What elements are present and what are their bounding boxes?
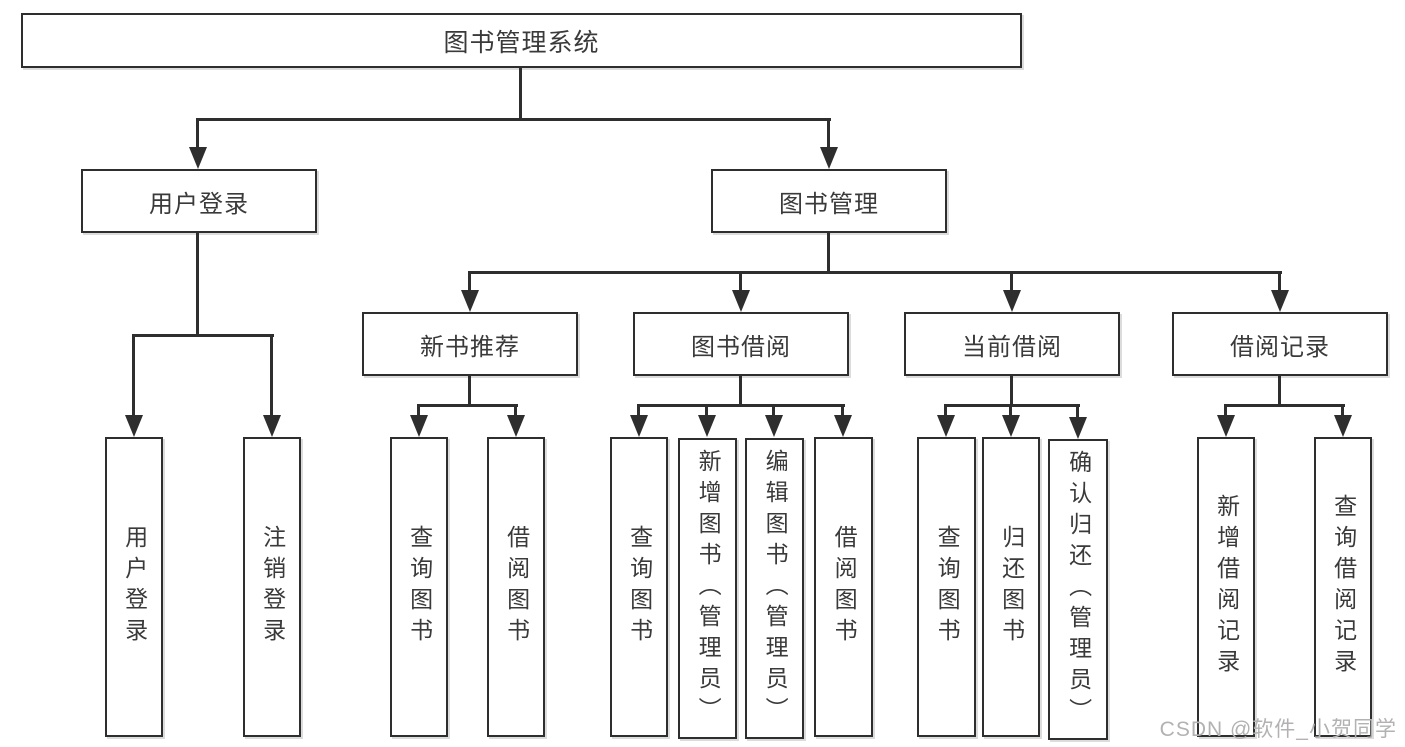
connector-level3-bar (468, 271, 1282, 274)
connector-drop-current-borrowing (1010, 271, 1013, 292)
connector-book-borrowing-stem (739, 376, 742, 407)
connector-borrowing-records-stem (1278, 376, 1281, 407)
leaf-confirm-return-admin: 确认归还（管理员） (1048, 439, 1108, 740)
connector-book-management-stem (827, 233, 830, 273)
connector-drop-leaf (772, 404, 775, 417)
leaf-borrow-books-borrowing: 借阅图书 (814, 437, 873, 737)
arrow-down-icon (1217, 415, 1235, 437)
connector-user-login-stem (196, 233, 199, 336)
arrow-down-icon (125, 415, 143, 437)
connector-current-borrowing-stem (1010, 376, 1013, 407)
leaf-add-book-admin: 新增图书（管理员） (678, 438, 737, 739)
node-root: 图书管理系统 (21, 13, 1022, 68)
node-book-borrowing-label: 图书借阅 (691, 333, 791, 361)
arrow-down-icon (765, 415, 783, 437)
leaf-logout: 注销登录 (243, 437, 301, 737)
node-borrowing-records: 借阅记录 (1172, 312, 1388, 376)
node-book-management-label: 图书管理 (779, 190, 879, 218)
leaf-add-borrow-record: 新增借阅记录 (1197, 437, 1255, 737)
connector-drop-leaf-user-login (132, 334, 135, 417)
connector-drop-borrowing-records (1278, 271, 1281, 292)
leaf-add-book-admin-label: 新增图书（管理员） (695, 449, 722, 728)
leaf-add-borrow-record-label: 新增借阅记录 (1213, 494, 1240, 680)
leaf-query-borrow-record-label: 查询借阅记录 (1330, 494, 1357, 680)
arrow-down-icon (630, 415, 648, 437)
node-new-book-recommend: 新书推荐 (362, 312, 578, 376)
connector-drop-leaf (705, 404, 708, 417)
connector-drop-book-management (827, 118, 830, 150)
node-book-management: 图书管理 (711, 169, 947, 233)
connector-drop-leaf (841, 404, 844, 417)
connector-borrowing-records-bar (1224, 404, 1345, 407)
arrow-down-icon (189, 147, 207, 169)
arrow-down-icon (507, 415, 525, 437)
connector-drop-leaf (1341, 404, 1344, 417)
arrow-down-icon (1002, 415, 1020, 437)
node-current-borrowing: 当前借阅 (904, 312, 1120, 376)
connector-root-stem (519, 68, 522, 120)
leaf-query-books-current: 查询图书 (917, 437, 976, 737)
arrow-down-icon (1069, 417, 1087, 439)
connector-drop-leaf (944, 404, 947, 417)
node-current-borrowing-label: 当前借阅 (962, 333, 1062, 361)
node-root-label: 图书管理系统 (443, 28, 600, 57)
connector-new-book-recommend-bar (417, 404, 518, 407)
connector-drop-leaf-logout (270, 334, 273, 417)
csdn-watermark: CSDN @软件_小贺同学 (1159, 718, 1397, 741)
connector-book-borrowing-bar (637, 404, 845, 407)
connector-current-borrowing-bar (944, 404, 1080, 407)
connector-drop-leaf (1076, 404, 1079, 419)
node-book-borrowing: 图书借阅 (633, 312, 849, 376)
arrow-down-icon (820, 147, 838, 169)
node-user-login: 用户登录 (81, 169, 317, 233)
arrow-down-icon (263, 415, 281, 437)
arrow-down-icon (410, 415, 428, 437)
arrow-down-icon (834, 415, 852, 437)
node-borrowing-records-label: 借阅记录 (1230, 333, 1330, 361)
connector-drop-book-borrowing (739, 271, 742, 292)
connector-level2-bar (196, 118, 831, 121)
leaf-return-book: 归还图书 (982, 437, 1040, 737)
arrow-down-icon (461, 290, 479, 312)
connector-drop-leaf (514, 404, 517, 417)
leaf-edit-book-admin: 编辑图书（管理员） (745, 438, 804, 739)
node-user-login-label: 用户登录 (149, 190, 249, 218)
leaf-query-books-current-label: 查询图书 (934, 525, 961, 649)
leaf-query-borrow-record: 查询借阅记录 (1314, 437, 1372, 737)
leaf-query-books-recommend: 查询图书 (390, 437, 448, 737)
leaf-borrow-books-borrowing-label: 借阅图书 (831, 525, 858, 649)
arrow-down-icon (1003, 290, 1021, 312)
connector-drop-user-login (196, 118, 199, 150)
connector-new-book-recommend-stem (468, 376, 471, 407)
connector-user-login-bar (132, 334, 274, 337)
arrow-down-icon (937, 415, 955, 437)
connector-drop-leaf (637, 404, 640, 417)
arrow-down-icon (1334, 415, 1352, 437)
leaf-edit-book-admin-label: 编辑图书（管理员） (762, 449, 789, 728)
arrow-down-icon (698, 415, 716, 437)
leaf-query-books-borrowing-label: 查询图书 (626, 525, 653, 649)
connector-drop-new-book-recommend (468, 271, 471, 292)
connector-drop-leaf (1009, 404, 1012, 417)
arrow-down-icon (732, 290, 750, 312)
leaf-query-books-borrowing: 查询图书 (610, 437, 668, 737)
leaf-user-login-label: 用户登录 (121, 525, 148, 649)
leaf-logout-label: 注销登录 (259, 525, 286, 649)
connector-drop-leaf (1224, 404, 1227, 417)
connector-drop-leaf (417, 404, 420, 417)
arrow-down-icon (1271, 290, 1289, 312)
leaf-confirm-return-admin-label: 确认归还（管理员） (1065, 450, 1092, 729)
leaf-return-book-label: 归还图书 (998, 525, 1025, 649)
leaf-query-books-recommend-label: 查询图书 (406, 525, 433, 649)
leaf-borrow-books-recommend-label: 借阅图书 (503, 525, 530, 649)
node-new-book-recommend-label: 新书推荐 (420, 333, 520, 361)
leaf-user-login: 用户登录 (105, 437, 163, 737)
leaf-borrow-books-recommend: 借阅图书 (487, 437, 545, 737)
